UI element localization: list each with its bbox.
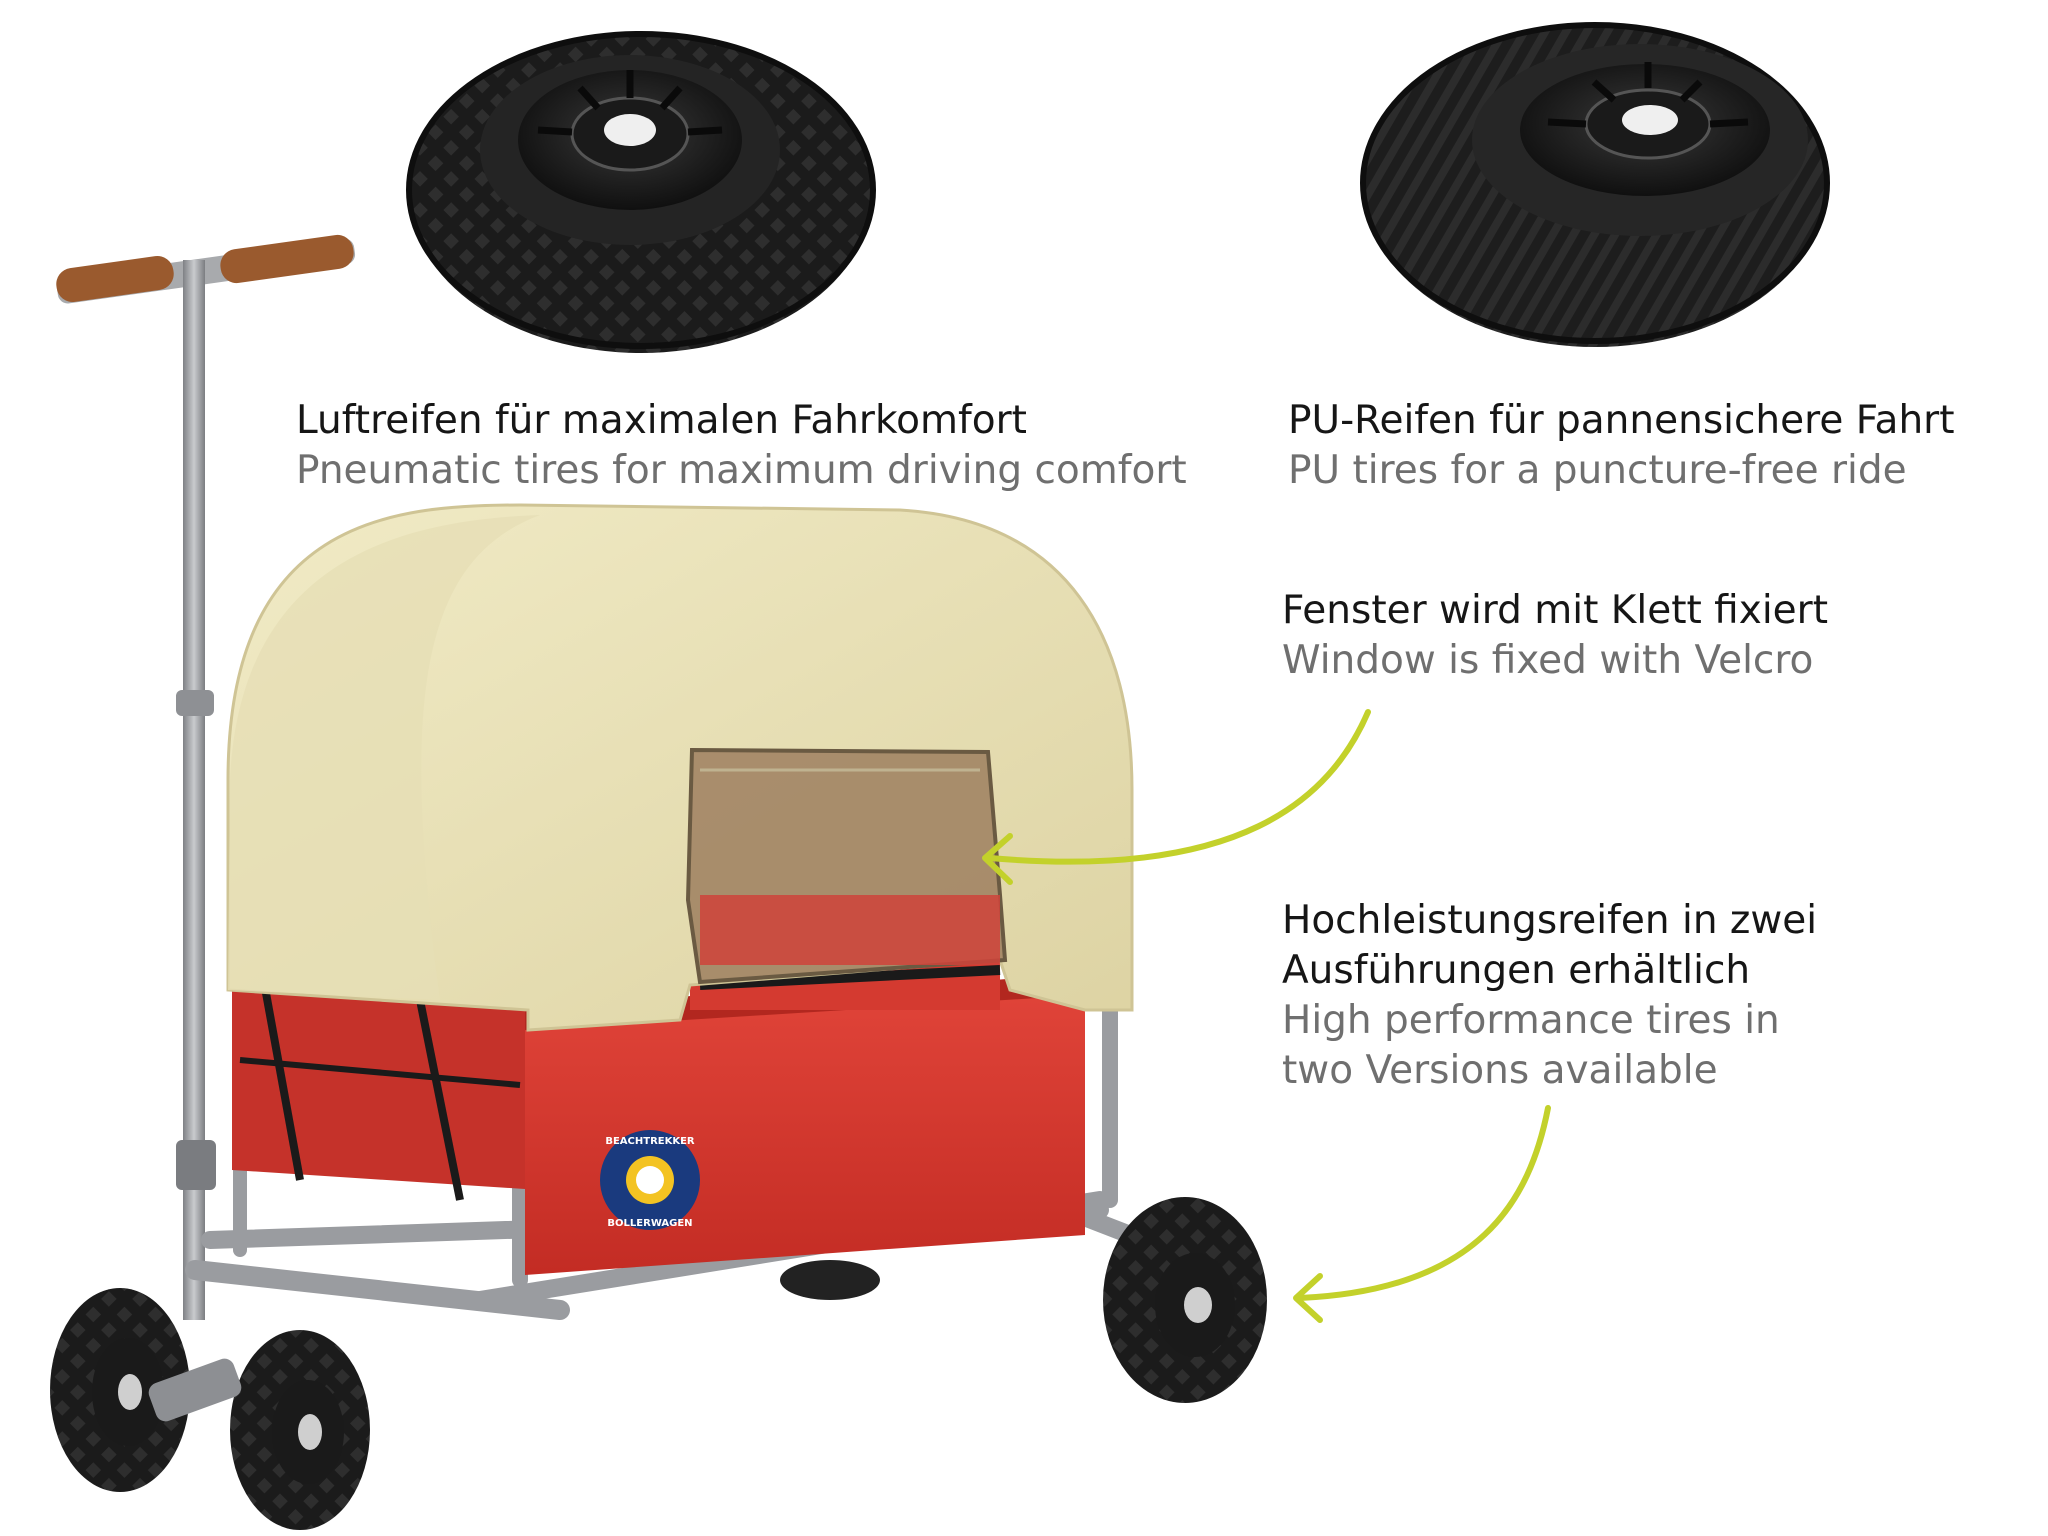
window-arrow	[982, 709, 1371, 885]
caption-window-de: Fenster wird mit Klett fixiert	[1282, 588, 1828, 633]
caption-pneumatic-tires: Luftreifen für maximalen Fahrkomfort Pne…	[296, 396, 1187, 496]
caption-window-velcro: Fenster wird mit Klett fixiert Window is…	[1282, 586, 1828, 686]
front-wheel-right	[230, 1330, 370, 1530]
rear-wheel	[1103, 1197, 1267, 1403]
caption-pneumatic-en: Pneumatic tires for maximum driving comf…	[296, 447, 1187, 493]
caption-pu-en: PU tires for a puncture-free ride	[1288, 447, 1907, 493]
front-wheel-left	[50, 1288, 190, 1492]
logo-bottom-text: BOLLERWAGEN	[607, 1218, 692, 1229]
pu-tire-image	[1360, 22, 1830, 347]
caption-performance-de-line1: Hochleistungsreifen in zwei	[1282, 898, 1818, 943]
rear-wheel-back	[780, 1260, 880, 1300]
handlebar	[56, 234, 356, 1320]
front-fork	[148, 1358, 242, 1422]
logo-top-text: BEACHTREKKER	[605, 1136, 695, 1147]
caption-pu-tires: PU-Reifen für pannensichere Fahrt PU tir…	[1288, 396, 1955, 496]
caption-pneumatic-de: Luftreifen für maximalen Fahrkomfort	[296, 398, 1027, 443]
caption-performance-en-line1: High performance tires in	[1282, 997, 1780, 1043]
canopy-window	[685, 747, 1008, 985]
caption-window-en: Window is fixed with Velcro	[1282, 637, 1814, 683]
brand-logo: BEACHTREKKER BOLLERWAGEN	[600, 1130, 700, 1230]
caption-performance-en-line2: two Versions available	[1282, 1047, 1718, 1093]
caption-high-performance-tires: Hochleistungsreifen in zwei Ausführungen…	[1282, 896, 1817, 1096]
tire-arrow	[1293, 1105, 1551, 1323]
caption-pu-de: PU-Reifen für pannensichere Fahrt	[1288, 398, 1955, 443]
pneumatic-tire-image	[406, 31, 876, 353]
caption-performance-de-line2: Ausführungen erhältlich	[1282, 947, 1751, 993]
